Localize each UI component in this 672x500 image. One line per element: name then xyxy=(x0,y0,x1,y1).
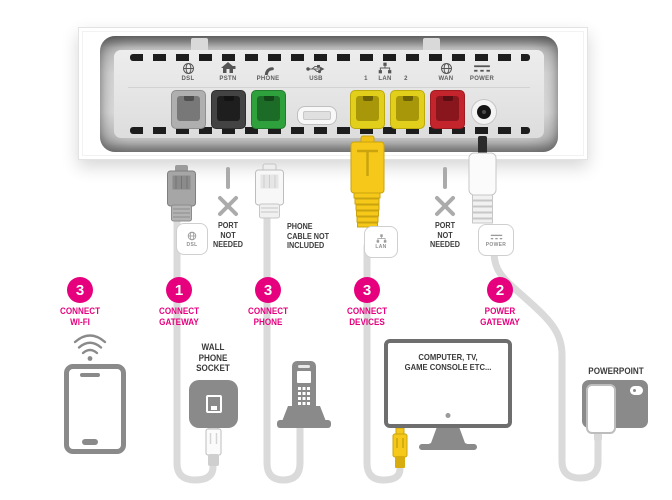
house-icon xyxy=(220,61,236,75)
step-number: 3 xyxy=(75,281,85,299)
step-1-gateway-badge: 1 xyxy=(166,277,192,303)
router-clip-tab xyxy=(191,38,208,53)
port-label-lan: LAN xyxy=(378,76,392,82)
monitor-stand xyxy=(419,424,477,450)
power-jack xyxy=(471,99,497,125)
router-clip-tab xyxy=(423,38,440,53)
dsl-cable xyxy=(173,202,217,484)
step-number: 3 xyxy=(362,281,372,299)
outlet-switch xyxy=(630,386,643,395)
cordless-phone xyxy=(277,361,331,428)
vent-row-bottom xyxy=(130,127,530,134)
wan-port-not-needed-note: PORT NOT NEEDED xyxy=(429,221,461,249)
pstn-not-needed-x-icon xyxy=(218,167,238,216)
wall-socket-plug xyxy=(205,423,222,466)
step-3-devices-label: CONNECT DEVICES xyxy=(346,306,388,327)
step-2-power-badge: 2 xyxy=(487,277,513,303)
network-icon xyxy=(376,234,386,243)
dc-power-icon xyxy=(473,63,491,74)
globe-icon xyxy=(439,62,453,75)
port-label-phone: PHONE xyxy=(256,76,280,82)
handset-icon xyxy=(261,62,275,75)
smartphone xyxy=(64,364,126,454)
port-label-power: POWER xyxy=(469,76,495,82)
step-3-phone-label: CONNECT PHONE xyxy=(247,306,289,327)
port-label-usb: USB xyxy=(309,76,323,82)
usb-icon xyxy=(306,64,326,74)
phone-speaker xyxy=(80,373,100,377)
step-1-gateway-label: CONNECT GATEWAY xyxy=(158,306,200,327)
monitor-camera-dot xyxy=(445,413,451,418)
globe-icon xyxy=(181,62,195,75)
port-label-dsl: DSL xyxy=(181,76,195,82)
globe-icon xyxy=(187,231,197,240)
phone-home-button xyxy=(82,439,98,445)
port-label-lan2: 2 xyxy=(404,76,408,82)
lan-cable-tag: LAN xyxy=(364,226,398,258)
wan-not-needed-x-icon xyxy=(435,167,455,216)
step-number: 1 xyxy=(174,281,184,299)
phone-plug xyxy=(255,163,284,219)
step-number: 3 xyxy=(263,281,273,299)
computer-monitor: COMPUTER, TV, GAME CONSOLE ETC... xyxy=(384,339,512,428)
lan-tag-label: LAN xyxy=(375,244,387,250)
port-label-pstn: PSTN xyxy=(219,76,237,82)
lan-cable xyxy=(363,242,404,484)
dsl-port xyxy=(171,90,206,129)
socket-jack-icon xyxy=(206,395,222,413)
step-3-wifi-badge: 3 xyxy=(67,277,93,303)
step-3-devices-badge: 3 xyxy=(354,277,380,303)
lan2-port xyxy=(390,90,425,129)
wall-phone-socket-label: WALL PHONE SOCKET xyxy=(196,342,230,373)
dsl-tag-label: DSL xyxy=(186,241,198,248)
phone-cable-note: PHONE CABLE NOT INCLUDED xyxy=(287,222,330,250)
step-3-wifi-label: CONNECT WI-FI xyxy=(59,306,101,327)
step-2-power-label: POWER GATEWAY xyxy=(480,306,520,327)
dc-power-icon xyxy=(490,234,502,239)
dsl-cable-tag: DSL xyxy=(176,223,208,255)
wifi-icon xyxy=(73,334,107,361)
monitor-ethernet-plug xyxy=(392,427,408,468)
powerpoint-label: POWERPOINT xyxy=(588,366,644,376)
port-label-wan: WAN xyxy=(438,76,454,82)
phone-port xyxy=(251,90,286,129)
wan-port xyxy=(430,90,465,129)
network-icon xyxy=(378,62,392,74)
dsl-plug xyxy=(167,165,196,222)
phone-cable xyxy=(263,199,304,484)
usb-port xyxy=(297,106,337,125)
power-tag-label: POWER xyxy=(485,241,507,248)
step-3-phone-badge: 3 xyxy=(255,277,281,303)
power-barrel-plug xyxy=(468,136,497,224)
panel-seam xyxy=(128,87,530,88)
pstn-port-not-needed-note: PORT NOT NEEDED xyxy=(212,221,244,249)
lan1-port xyxy=(350,90,385,129)
pstn-port xyxy=(211,90,246,129)
wall-phone-socket xyxy=(189,380,238,428)
step-number: 2 xyxy=(495,281,505,299)
vent-row-top xyxy=(130,54,530,61)
cables xyxy=(173,199,602,484)
power-cable-tag: POWER xyxy=(478,224,514,256)
port-label-lan1: 1 xyxy=(364,76,368,82)
monitor-screen-text: COMPUTER, TV, GAME CONSOLE ETC... xyxy=(404,352,492,372)
lan-ethernet-plug xyxy=(350,135,385,228)
power-adapter xyxy=(586,384,616,434)
